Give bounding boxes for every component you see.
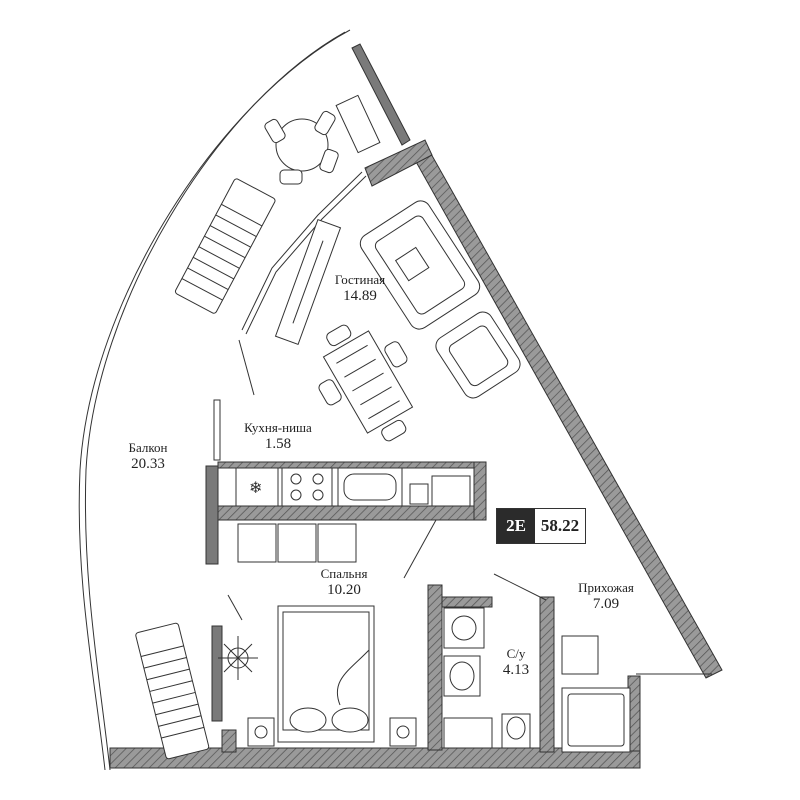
- pillow-1: [289, 707, 327, 733]
- armchair: [435, 311, 521, 399]
- kitchen-name: Кухня-ниша: [244, 420, 312, 435]
- snowflake-icon: ❄: [249, 480, 262, 497]
- washing-machine: [443, 607, 485, 649]
- bedroom-left-wall-lower: [221, 729, 237, 753]
- bathroom-name: С/у: [506, 646, 526, 661]
- lounger-top: [174, 178, 276, 314]
- bedroom-left-wall: [211, 625, 223, 722]
- bathroom-right-wall: [539, 596, 555, 753]
- kitchen-top-wall: [217, 461, 483, 469]
- balcony-area: 20.33: [131, 456, 165, 472]
- wardrobe-hallway: [561, 635, 599, 675]
- toilet: [501, 713, 531, 749]
- kitchen-right-wall: [473, 461, 487, 521]
- living-top-wall: [364, 139, 433, 187]
- living-room-name: Гостиная: [334, 272, 386, 287]
- bedroom-label: Спальня 10.20: [304, 566, 384, 599]
- lounger-bottom: [135, 622, 210, 760]
- fridge: [235, 467, 279, 507]
- closet-3: [317, 523, 357, 563]
- bathroom-label: С/у 4.13: [486, 646, 546, 679]
- hallway-label: Прихожая 7.09: [564, 580, 648, 613]
- balcony-name: Балкон: [128, 440, 168, 455]
- kitchen-left-wall: [205, 465, 219, 565]
- hallway-area: 7.09: [592, 596, 620, 612]
- bedroom-area: 10.20: [327, 582, 361, 598]
- tv-stand: [274, 218, 342, 346]
- round-table: [275, 118, 329, 172]
- kitchen-counter-wall: [217, 505, 483, 521]
- closet-2: [277, 523, 317, 563]
- balcony-outline-inner: [84, 31, 346, 771]
- bedroom-bottom-wall: [109, 747, 641, 769]
- hallway-name: Прихожая: [578, 580, 634, 595]
- kitchen-area: 1.58: [264, 436, 292, 452]
- dining-table: [318, 324, 414, 442]
- nightstand-left: [247, 717, 275, 747]
- washer-box: [431, 475, 471, 507]
- bedroom-name: Спальня: [320, 566, 368, 581]
- nightstand-right: [389, 717, 417, 747]
- apartment-total-area: 58.22: [540, 516, 580, 535]
- kitchen-label: Кухня-ниша 1.58: [228, 420, 328, 453]
- balcony-label: Балкон 20.33: [110, 440, 186, 473]
- plant: [218, 636, 258, 680]
- balcony-top-wall: [351, 43, 411, 146]
- kitchen-window: [213, 399, 221, 461]
- closet-1: [237, 523, 277, 563]
- bathroom-area: 4.13: [502, 662, 530, 678]
- balcony-window-line-inner: [245, 175, 367, 335]
- bathroom-top-wall: [441, 596, 493, 608]
- apartment-badge: 2E 58.22: [496, 508, 586, 544]
- sofa: [359, 200, 481, 330]
- bathroom-left-wall: [427, 584, 443, 751]
- balcony-bench: [335, 94, 381, 154]
- living-room-area: 14.89: [343, 288, 377, 304]
- shower-cabin: [561, 687, 631, 753]
- stove: [281, 467, 333, 507]
- apartment-type-code: 2E: [497, 509, 535, 543]
- pillow-2: [331, 707, 369, 733]
- living-room-label: Гостиная 14.89: [320, 272, 400, 305]
- balcony-window-line: [241, 171, 363, 331]
- small-box: [409, 483, 429, 505]
- bathroom-box: [443, 717, 493, 749]
